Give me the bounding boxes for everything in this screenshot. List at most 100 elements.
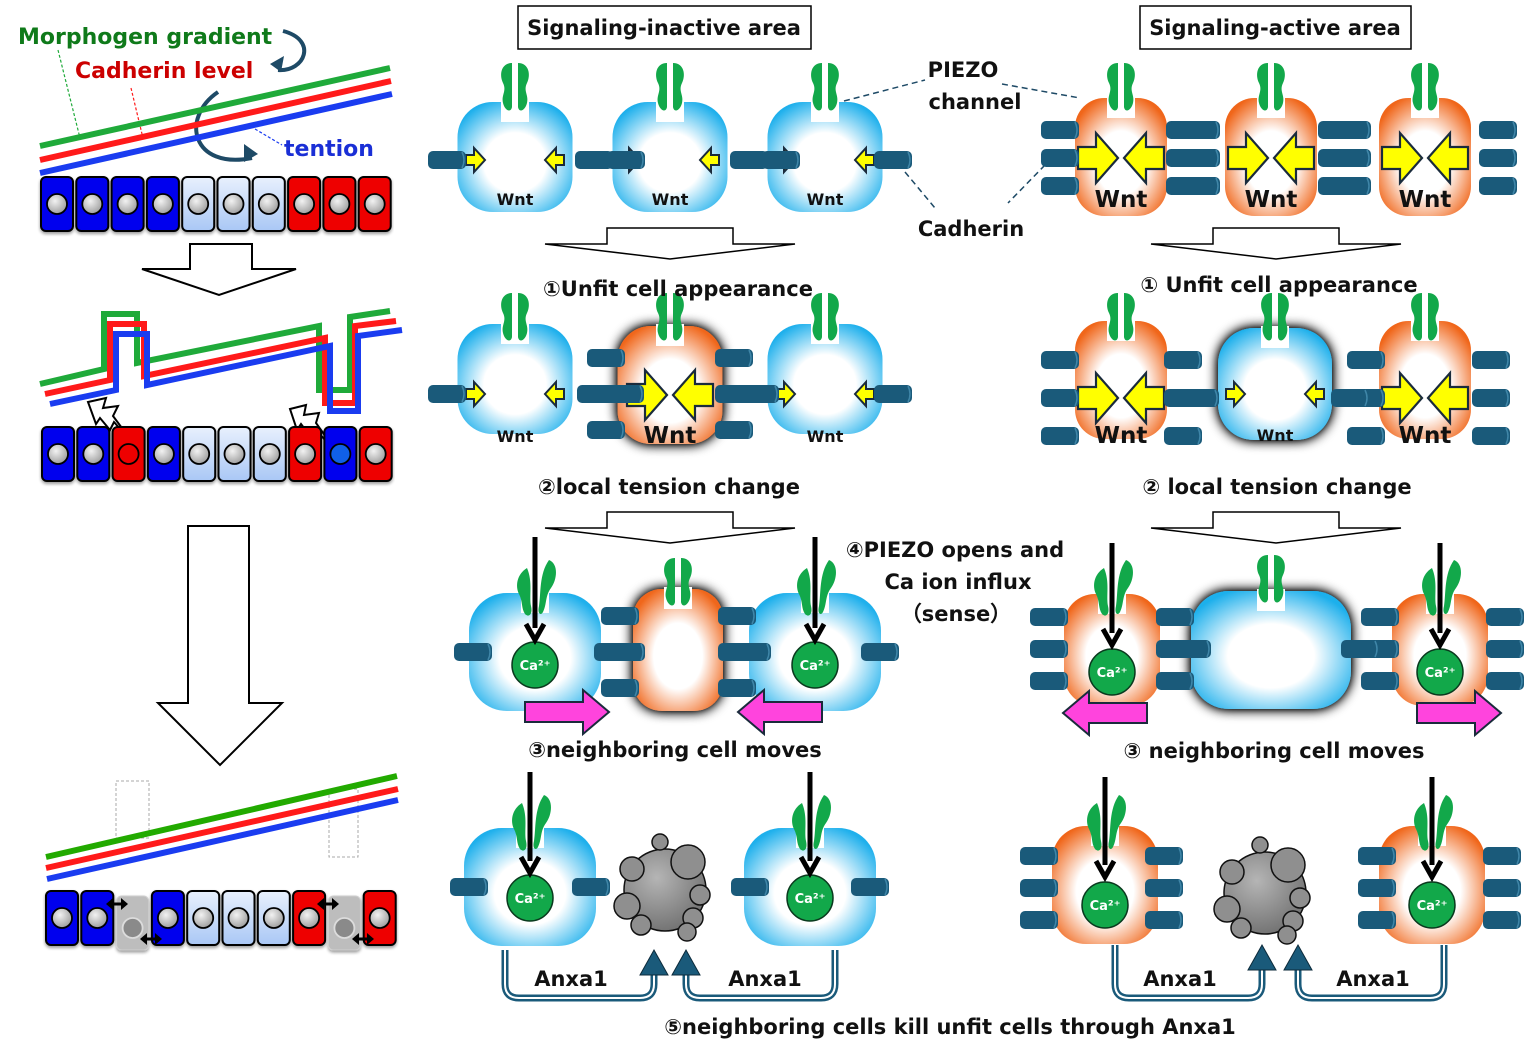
cadherin-rod-icon: [1155, 671, 1195, 691]
epithelial-cell-blue: [80, 890, 115, 946]
cadherin-rod-icon: [453, 642, 493, 662]
cadherin-rod-icon: [1471, 426, 1511, 446]
nucleus: [152, 443, 175, 465]
cadherin-rod-icon: [1040, 388, 1080, 408]
wnt-label: Wnt: [1399, 187, 1452, 213]
nucleus: [117, 443, 140, 465]
nucleus: [262, 907, 285, 929]
cadherin-rod-icon: [586, 348, 626, 368]
nucleus: [329, 443, 352, 465]
cadherin-rod-icon: [1040, 350, 1080, 370]
nucleus: [258, 443, 281, 465]
cadherin-rod-icon: [1482, 846, 1522, 866]
active-step3-label: ③ neighboring cell moves: [1124, 739, 1425, 763]
double-arrow-icon: [352, 933, 374, 945]
stage-transition-arrow: [544, 511, 796, 544]
bleb: [1213, 895, 1241, 923]
unfit-cell: Wnt: [1218, 293, 1332, 445]
feedback-arrowhead-upper: [270, 56, 284, 72]
epithelial-cell-blue: [41, 426, 75, 482]
epithelial-cell-light: [217, 426, 252, 482]
low-cadherin-cell-body: [612, 102, 728, 212]
neighbor-cell: Ca²⁺: [744, 772, 876, 946]
nucleus: [333, 917, 356, 939]
cadherin-rod-icon: [1485, 671, 1525, 691]
cadherin-rod-icon: [606, 150, 646, 170]
epithelial-cell-light: [182, 426, 217, 482]
epithelial-cell-blue: [75, 176, 110, 232]
cadherin-rod-icon: [1040, 120, 1080, 140]
cadherin-rod-icon: [449, 877, 489, 897]
epithelial-cell-blue: [150, 890, 185, 946]
row3-morphogen-line: [45, 773, 398, 860]
epithelial-cell-red: [111, 426, 146, 482]
cadherin-rod-icon: [600, 678, 640, 698]
bleb: [1289, 887, 1311, 909]
cadherin-rod-icon: [761, 150, 801, 170]
calcium-label: Ca²⁺: [1425, 666, 1456, 681]
nucleus: [363, 193, 386, 215]
cadherin-rod-icon: [1019, 878, 1059, 898]
step4-label-line1: ④PIEZO opens and: [846, 538, 1064, 562]
tension-pointer: [254, 128, 283, 146]
nucleus: [116, 193, 139, 215]
cadherin-rod-icon: [1482, 910, 1522, 930]
nucleus: [257, 193, 280, 215]
nucleus: [364, 443, 387, 465]
epithelial-cell-blue: [323, 426, 358, 482]
calcium-label: Ca²⁺: [1097, 666, 1128, 681]
cadherin-rod-icon: [1332, 120, 1372, 140]
nucleus: [188, 443, 211, 465]
cadherin-rod-icon: [1482, 878, 1522, 898]
cadherin-rod-icon: [1360, 671, 1400, 691]
cadherin-rod-icon: [1478, 148, 1518, 168]
step5-label: ⑤neighboring cells kill unfit cells thro…: [664, 1015, 1236, 1039]
move-arrow-left-icon: [1061, 688, 1148, 738]
inactive-step1-label: ①Unfit cell appearance: [543, 277, 813, 301]
active-panel-title: Signaling-active area: [1139, 5, 1412, 50]
nucleus: [222, 193, 245, 215]
nucleus: [81, 193, 104, 215]
cadherin-rod-icon: [1360, 607, 1400, 627]
row3-cadherin-line: [45, 786, 399, 871]
calcium-label: Ca²⁺: [800, 659, 831, 674]
cadherin-rod-icon: [1029, 639, 1069, 659]
epithelial-cell-blue: [145, 176, 180, 232]
calcium-label: Ca²⁺: [515, 892, 546, 907]
low-cadherin-cell-body: [767, 102, 883, 212]
neighbor-cell: Ca²⁺: [749, 537, 881, 711]
move-arrow-right-icon: [524, 687, 611, 737]
influx-arrowhead: [803, 622, 827, 646]
calcium-label: Ca²⁺: [520, 659, 551, 674]
left-column: Morphogen gradient Cadherin level tentio…: [18, 25, 403, 951]
influx-arrowhead: [798, 855, 822, 879]
cadherin-rod-icon: [860, 642, 900, 662]
cadherin-rod-icon: [1478, 176, 1518, 196]
calcium-label: Ca²⁺: [1090, 899, 1121, 914]
cadherin-rod-icon: [1485, 639, 1525, 659]
cadherin-rod-icon: [1144, 846, 1184, 866]
epithelial-cell-blue: [146, 426, 181, 482]
epithelial-cell-light: [251, 176, 286, 232]
nucleus: [86, 907, 109, 929]
low-cadherin-cell-body: [457, 324, 573, 434]
high-cadherin-cell-body: [1075, 98, 1167, 216]
neighbor-cell: Wnt: [457, 293, 573, 446]
anxa1-label: Anxa1: [1336, 967, 1410, 991]
epithelial-cell-light: [186, 890, 221, 946]
piezo-label-line2: channel: [929, 90, 1022, 114]
neighbor-cell: Ca²⁺: [464, 772, 596, 946]
cadherin-rod-icon: [1332, 148, 1372, 168]
inactive-panel-title: Signaling-inactive area: [517, 5, 812, 50]
neighbor-cell: Wnt: [767, 293, 883, 446]
neighbor-cell: Ca²⁺: [1064, 543, 1160, 706]
anxa1-arrowhead: [639, 948, 669, 976]
cadherin-rod-icon: [1163, 350, 1203, 370]
cadherin-rod-icon: [606, 642, 646, 662]
neighbor-cell: Ca²⁺: [1052, 777, 1158, 944]
anxa1-arrowhead: [1283, 943, 1313, 971]
epithelial-cell-red: [362, 890, 397, 946]
cadherin-rod-icon: [1144, 910, 1184, 930]
